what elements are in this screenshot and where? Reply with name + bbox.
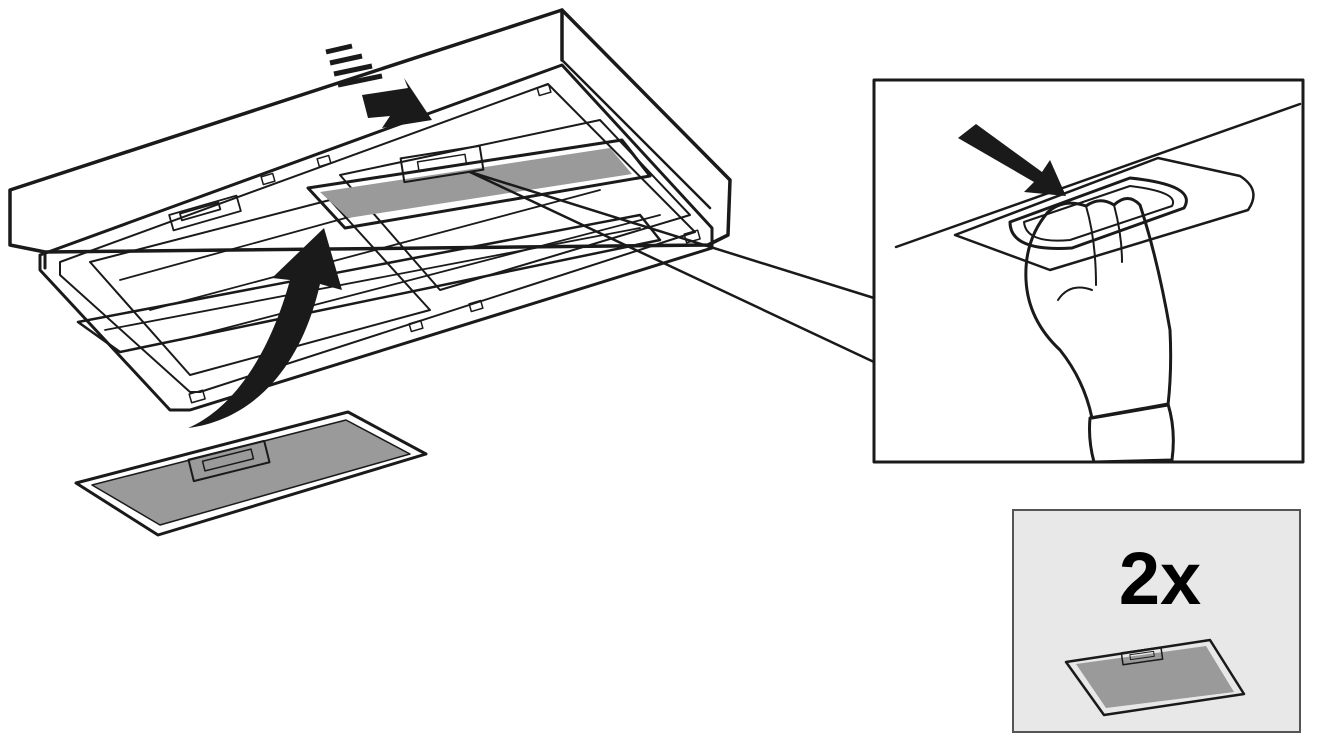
arrow-down-right-icon [325,43,432,128]
quantity-badge: 2x [1012,509,1301,733]
quantity-label: 2x [1119,537,1201,620]
curved-arrow-up-icon [188,228,342,428]
detail-zoom-box [872,78,1305,464]
grease-filter-icon [74,410,428,537]
installed-filter [306,138,652,230]
range-hood [8,8,732,412]
callout-lines [468,170,876,364]
hood-underside [38,63,714,412]
hand-grip-icon [1024,197,1175,464]
hood-front-bar [76,213,662,354]
push-arrow-icon [958,124,1066,196]
hood-top-face [8,8,732,254]
badge-filter-icon [1064,638,1246,717]
